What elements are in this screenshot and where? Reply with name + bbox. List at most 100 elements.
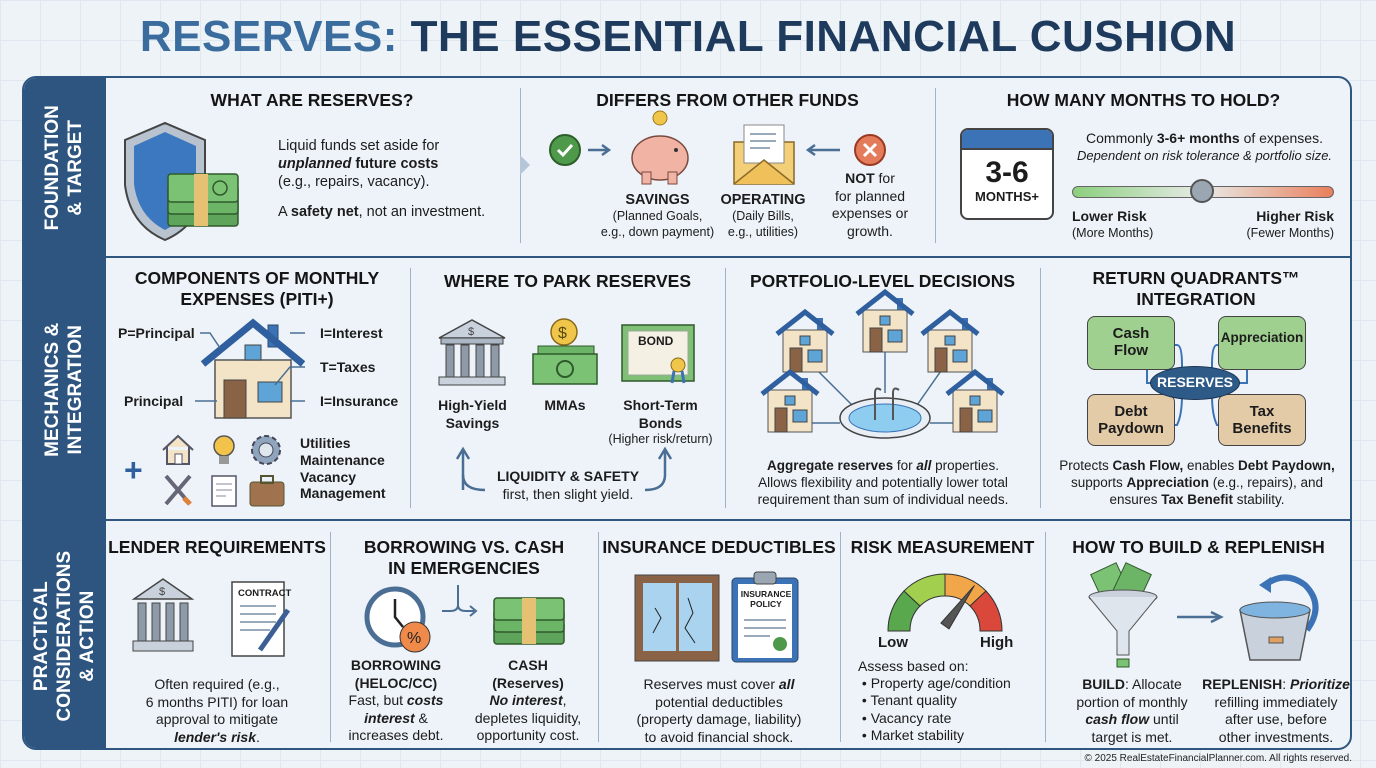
- column-divider: [410, 268, 411, 508]
- row-divider: [106, 256, 1350, 258]
- what-description: Liquid funds set aside for unplanned fut…: [278, 138, 486, 221]
- title-highlight: RESERVES:: [139, 12, 398, 61]
- heading-differs: DIFFERS FROM OTHER FUNDS: [596, 90, 859, 110]
- gauge-low-label: Low: [878, 634, 908, 651]
- mma-label: MMAs: [544, 397, 586, 413]
- portfolio-description: Aggregate reserves for all properties. A…: [757, 458, 1009, 507]
- reserves-center-node: RESERVES: [1150, 366, 1240, 400]
- bond-word: BOND: [638, 334, 674, 348]
- contract-icon: [231, 581, 291, 657]
- piti-p: P=Principal: [118, 325, 195, 341]
- cash-description: CASH(Reserves) No interest, depletes liq…: [474, 657, 582, 743]
- title-main: THE ESSENTIAL FINANCIAL CUSHION: [410, 12, 1237, 61]
- check-circle-icon: [549, 134, 612, 166]
- broken-window-icon: [634, 574, 720, 662]
- plus-icon: +: [124, 452, 143, 488]
- risk-factors-list: Assess based on: • Property age/conditio…: [858, 658, 1011, 743]
- lightbulb-icon: [213, 435, 235, 464]
- band-foundation: FOUNDATION& TARGET: [24, 78, 106, 258]
- funnel-money-icon: [1088, 562, 1158, 668]
- svg-text:$: $: [468, 326, 474, 338]
- piggy-bank-icon: [631, 110, 689, 185]
- heading-risk: RISK MEASUREMENT: [850, 537, 1035, 557]
- risk-slider[interactable]: [1072, 179, 1334, 203]
- quadrants-description: Protects Cash Flow, enables Debt Paydown…: [1059, 458, 1335, 507]
- column-divider: [1045, 532, 1046, 742]
- heading-months: HOW MANY MONTHS TO HOLD?: [1006, 90, 1281, 110]
- heading-lender: LENDER REQUIREMENTS: [108, 537, 326, 557]
- envelope-icon: [733, 124, 795, 185]
- home-outline-icon: [162, 434, 194, 465]
- arrow-right-icon: [442, 585, 478, 617]
- borrowing-description: BORROWING(HELOC/CC) Fast, but costs inte…: [348, 657, 444, 743]
- column-divider: [840, 532, 841, 742]
- column-divider: [598, 532, 599, 742]
- contract-word: CONTRACT: [238, 588, 292, 599]
- page-title: RESERVES: THE ESSENTIAL FINANCIAL CUSHIO…: [0, 12, 1376, 62]
- insurance-description: Reserves must cover all potential deduct…: [636, 676, 802, 745]
- lender-description: Often required (e.g.,6 months PITI) for …: [145, 676, 289, 745]
- x-circle-icon: [805, 134, 886, 166]
- curved-arrows-icon: [455, 446, 673, 492]
- column-divider: [935, 88, 936, 243]
- briefcase-icon: [249, 475, 285, 507]
- piti-i-insurance: I=Insurance: [320, 393, 399, 409]
- operating-label: OPERATING(Daily Bills,e.g., utilities): [720, 192, 806, 239]
- portfolio-houses-diagram: [760, 288, 1005, 439]
- property-house-icon: [855, 288, 915, 353]
- svg-text:%: %: [407, 630, 421, 647]
- property-house-icon: [760, 368, 820, 433]
- column-divider: [1040, 268, 1041, 508]
- copyright-footer: © 2025 RealEstateFinancialPlanner.com. A…: [1084, 753, 1352, 764]
- house-icon: [200, 318, 306, 419]
- expense-icons: [162, 434, 285, 507]
- column-divider: [330, 532, 331, 742]
- replenish-description: REPLENISH: Prioritize refilling immediat…: [1202, 676, 1350, 745]
- svg-text:$: $: [558, 325, 567, 342]
- higher-risk-label: Higher Risk(Fewer Months): [1246, 208, 1334, 240]
- svg-text:$: $: [159, 586, 165, 598]
- bucket-refill-icon: [1239, 574, 1319, 661]
- insurance-policy-icon: [731, 571, 799, 663]
- clock-percent-icon: %: [364, 586, 431, 653]
- mma-money-icon: $: [532, 318, 598, 385]
- gauge-needle: [940, 585, 975, 630]
- arrow-right-icon: [1177, 610, 1224, 624]
- band-mechanics: MECHANICS &INTEGRATION: [24, 258, 106, 521]
- triangle-pointer-icon: [520, 155, 530, 175]
- tools-icon: [164, 474, 192, 506]
- property-house-icon: [945, 368, 1005, 433]
- property-house-icon: [775, 308, 835, 373]
- slider-knob[interactable]: [1190, 179, 1214, 203]
- gauge-high-label: High: [980, 634, 1014, 651]
- bond-certificate-icon: [621, 324, 695, 384]
- leader-lines: [195, 332, 305, 402]
- risk-gauge: [887, 573, 1003, 632]
- shield-money-icon: [124, 121, 239, 242]
- heading-what-are-reserves: WHAT ARE RESERVES?: [210, 90, 414, 110]
- piti-i-interest: I=Interest: [320, 325, 383, 341]
- heading-insurance: INSURANCE DEDUCTIBLES: [602, 537, 836, 557]
- cash-stack-icon: [493, 597, 565, 645]
- savings-label: SAVINGS(Planned Goals,e.g., down payment…: [600, 192, 715, 239]
- row-divider: [106, 519, 1350, 521]
- quadrant-appreciation: Appreciation: [1218, 316, 1306, 370]
- months-description: Commonly 3-6+ months of expenses. Depend…: [1076, 130, 1333, 163]
- bank-icon: $: [438, 319, 506, 386]
- lender-bank-icon: $: [131, 578, 195, 652]
- document-icon: [211, 475, 237, 507]
- reserve-pool-icon: [839, 387, 931, 439]
- calendar-icon: 3-6 MONTHS+: [960, 128, 1054, 220]
- piti-principal: Principal: [124, 393, 184, 409]
